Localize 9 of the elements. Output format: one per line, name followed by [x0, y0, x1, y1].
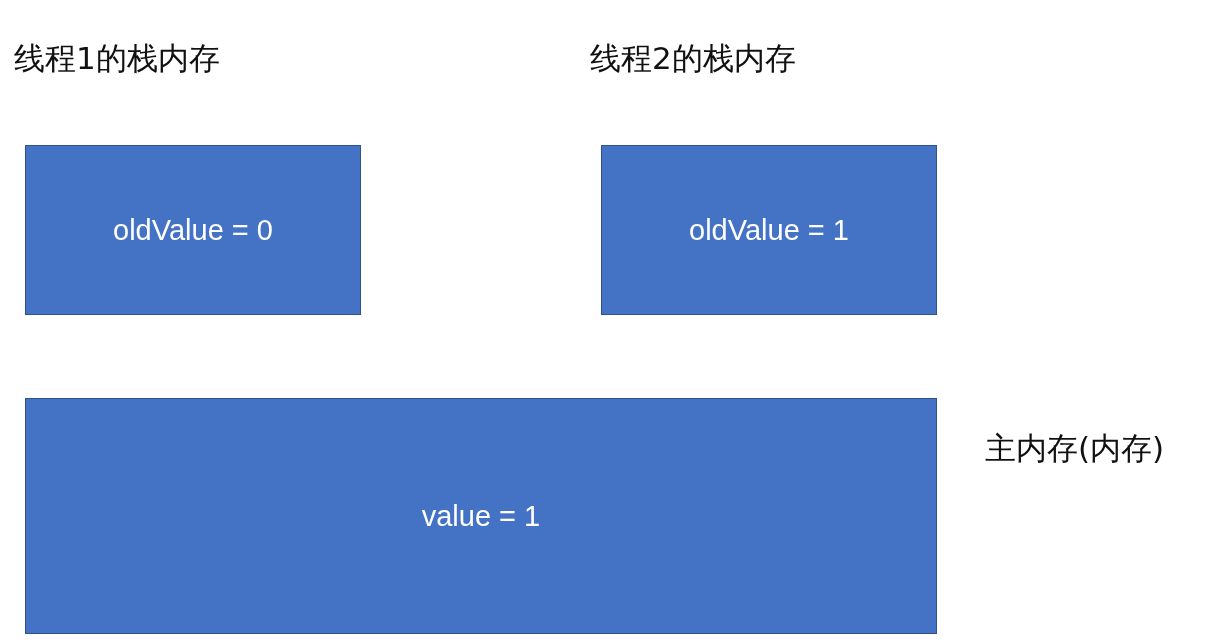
- value-text: oldValue = 1: [689, 213, 849, 247]
- memory-box: [601, 145, 937, 315]
- memory-box: [25, 145, 361, 315]
- heading-text: 线程1的栈内存: [14, 39, 220, 78]
- memory-box: [25, 398, 937, 634]
- value-text: value = 1: [421, 499, 541, 533]
- value-text: oldValue = 0: [113, 213, 273, 247]
- heading-text: 线程2的栈内存: [590, 39, 796, 78]
- heading-text: 主内存(内存): [985, 429, 1165, 468]
